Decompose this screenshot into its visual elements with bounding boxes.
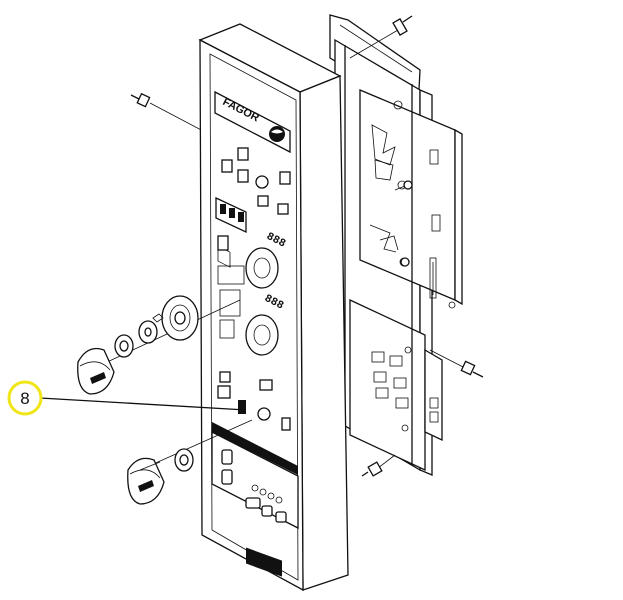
upper-knob — [77, 347, 115, 395]
screw-top — [349, 15, 413, 59]
logo-mark — [269, 126, 285, 142]
upper-knob-assembly — [77, 295, 241, 395]
internal-screws — [394, 180, 413, 267]
lower-knob-assembly — [127, 419, 253, 505]
knob-shaft-lower — [257, 407, 271, 421]
panel-button — [279, 171, 291, 185]
callout-leader-line — [39, 397, 247, 411]
upper-dial — [217, 247, 279, 317]
bottom-keypad: 888 — [211, 422, 299, 577]
knob-shaft-upper — [255, 175, 269, 189]
callout-label: 8 — [20, 389, 29, 408]
panel-button — [217, 385, 231, 399]
lower-dial — [219, 314, 279, 356]
panel-button — [259, 379, 273, 391]
rear-chassis — [329, 14, 463, 476]
panel-indicator — [238, 400, 246, 414]
lower-circuit-board — [349, 298, 443, 472]
upper-display — [215, 195, 289, 234]
panel-button — [281, 417, 291, 431]
panel-button — [237, 147, 249, 161]
lower-knob — [127, 457, 165, 505]
screw-left — [130, 92, 206, 133]
panel-button — [219, 371, 231, 383]
screw-right — [429, 349, 484, 378]
callout-8: 8 — [7, 380, 247, 416]
callout-ring — [7, 380, 43, 416]
screw-bottom — [361, 454, 396, 477]
screws — [130, 15, 484, 477]
panel-button — [237, 169, 249, 183]
upper-circuit-board — [359, 89, 463, 309]
panel-button — [217, 235, 229, 251]
panel-button — [221, 159, 233, 173]
